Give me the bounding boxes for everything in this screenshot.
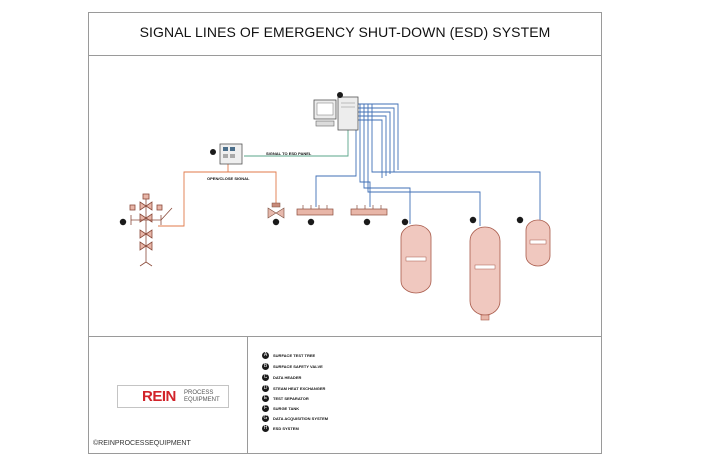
drawing-title: SIGNAL LINES OF EMERGENCY SHUT-DOWN (ESD… (139, 24, 551, 40)
signal-bundle-3 (358, 111, 391, 174)
legend-badge: D (262, 385, 269, 392)
badge-data-header-1 (307, 218, 315, 226)
company-logo: REIN PROCESS EQUIPMENT (117, 385, 229, 408)
title-block (88, 12, 602, 56)
data-header-1 (296, 205, 334, 216)
logo-subtitle: PROCESS EQUIPMENT (184, 390, 220, 403)
data-acquisition-system (313, 92, 359, 131)
legend-label: SURFACE SAFETY VALVE (273, 364, 323, 369)
legend-label: DATA HEADER (273, 375, 302, 380)
signal-bundle-1 (358, 103, 399, 170)
open-close-signal-lines (158, 164, 277, 227)
signal-bundle-5 (358, 119, 383, 178)
legend-label: DATA ACQUISITION SYSTEM (273, 416, 329, 421)
footer-block (88, 336, 602, 454)
surface-test-tree (129, 193, 173, 267)
legend-label: ESD SYSTEM (273, 426, 299, 431)
drawing-frame (88, 12, 602, 454)
copyright-text: ©REINPROCESSEQUIPMENT (93, 440, 191, 447)
signal-line-heat-exchanger (363, 104, 411, 224)
footer-divider (247, 336, 248, 454)
legend-label: STEAM HEAT EXCHANGER (273, 386, 326, 391)
legend-badge: A (262, 352, 269, 359)
legend-badge: F (262, 405, 269, 412)
esd-signal-line (244, 130, 349, 157)
surface-safety-valve (267, 202, 285, 226)
legend-label: SURFACE TEST TREE (273, 353, 316, 358)
signal-line-test-separator (367, 104, 481, 226)
signal-line-surge-tank (371, 104, 541, 220)
surge-tank (516, 216, 551, 267)
legend-badge: G (262, 415, 269, 422)
esd-panel (210, 143, 243, 165)
legend-badge: E (262, 395, 269, 402)
data-header-2 (350, 205, 388, 216)
signal-line-data-header-1 (315, 104, 357, 207)
logo-subtitle-line: PROCESS (184, 390, 214, 396)
legend-label: SURGE TANK (273, 406, 300, 411)
legend-label: TEST SEPARATOR (273, 396, 309, 401)
legend-badge: C (262, 374, 269, 381)
badge-data-header-2 (363, 218, 371, 226)
signal-lines (315, 103, 541, 226)
logo-subtitle-line: EQUIPMENT (184, 396, 220, 403)
signal-bundle-4 (358, 115, 387, 176)
test-separator (469, 216, 501, 321)
signal-to-esd-label: SIGNAL TO ESD PANEL (266, 151, 312, 156)
open-close-signal-label: OPEN/CLOSE SIGNAL (207, 176, 250, 181)
steam-heat-exchanger (400, 218, 432, 294)
signal-line-data-header-2 (359, 104, 371, 207)
legend-badge: B (262, 363, 269, 370)
badge-surface-test-tree (119, 218, 127, 226)
legend-badge: H (262, 425, 269, 432)
signal-bundle-2 (358, 107, 395, 172)
logo-wordmark: REIN (142, 388, 176, 405)
